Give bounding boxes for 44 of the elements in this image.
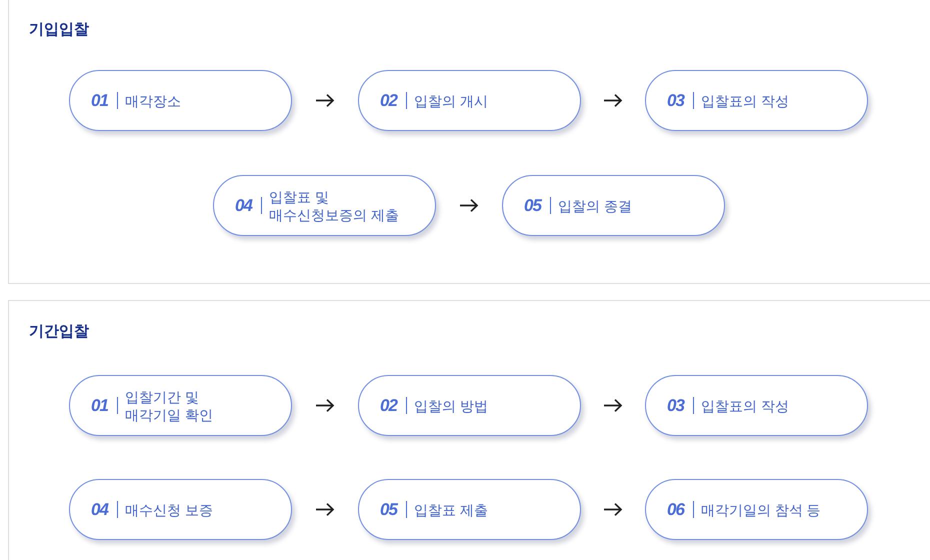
step-label: 입찰의 종결 (558, 196, 632, 214)
step-number: 02 (380, 396, 397, 416)
step-pill (69, 70, 292, 131)
arrow (316, 502, 334, 516)
arrow (604, 398, 622, 412)
step-pill (502, 175, 725, 236)
step-label: 입찰표 및 매수신청보증의 제출 (268, 188, 400, 224)
step-pill (645, 70, 868, 131)
step-pill (69, 375, 292, 436)
step-pill (645, 375, 868, 436)
step-label: 입찰기간 및 매각기일 확인 (124, 388, 214, 424)
step-pill (645, 479, 868, 540)
step-number: 06 (667, 500, 684, 520)
step-number: 02 (380, 90, 397, 110)
step-label: 매각기일의 참석 등 (700, 500, 821, 518)
step-label: 입찰표 제출 (414, 500, 488, 518)
arrow (604, 502, 622, 516)
section-title: 기간입찰 (29, 323, 89, 341)
step-label: 매각장소 (124, 92, 181, 110)
step-label: 입찰의 방법 (414, 396, 488, 414)
step-pill (358, 375, 581, 436)
step-pill (358, 479, 581, 540)
step-number: 01 (91, 90, 108, 110)
panel (8, 0, 930, 284)
step-label: 매수신청 보증 (124, 500, 213, 518)
step-number: 05 (524, 196, 541, 216)
step-pill (213, 175, 436, 236)
arrow (460, 198, 478, 212)
arrow (316, 398, 334, 412)
step-label: 입찰의 개시 (414, 92, 488, 110)
arrow (604, 94, 622, 108)
step-pill (358, 70, 581, 131)
step-number: 03 (667, 396, 684, 416)
arrow (316, 94, 334, 108)
step-number: 04 (235, 196, 252, 216)
step-number: 05 (380, 500, 397, 520)
step-number: 01 (91, 396, 108, 416)
step-number: 04 (91, 500, 108, 520)
section-title: 기입입찰 (29, 21, 89, 39)
step-label: 입찰표의 작성 (700, 92, 789, 110)
step-number: 03 (667, 90, 684, 110)
step-pill (69, 479, 292, 540)
panel (8, 300, 930, 560)
step-label: 입찰표의 작성 (700, 396, 789, 414)
